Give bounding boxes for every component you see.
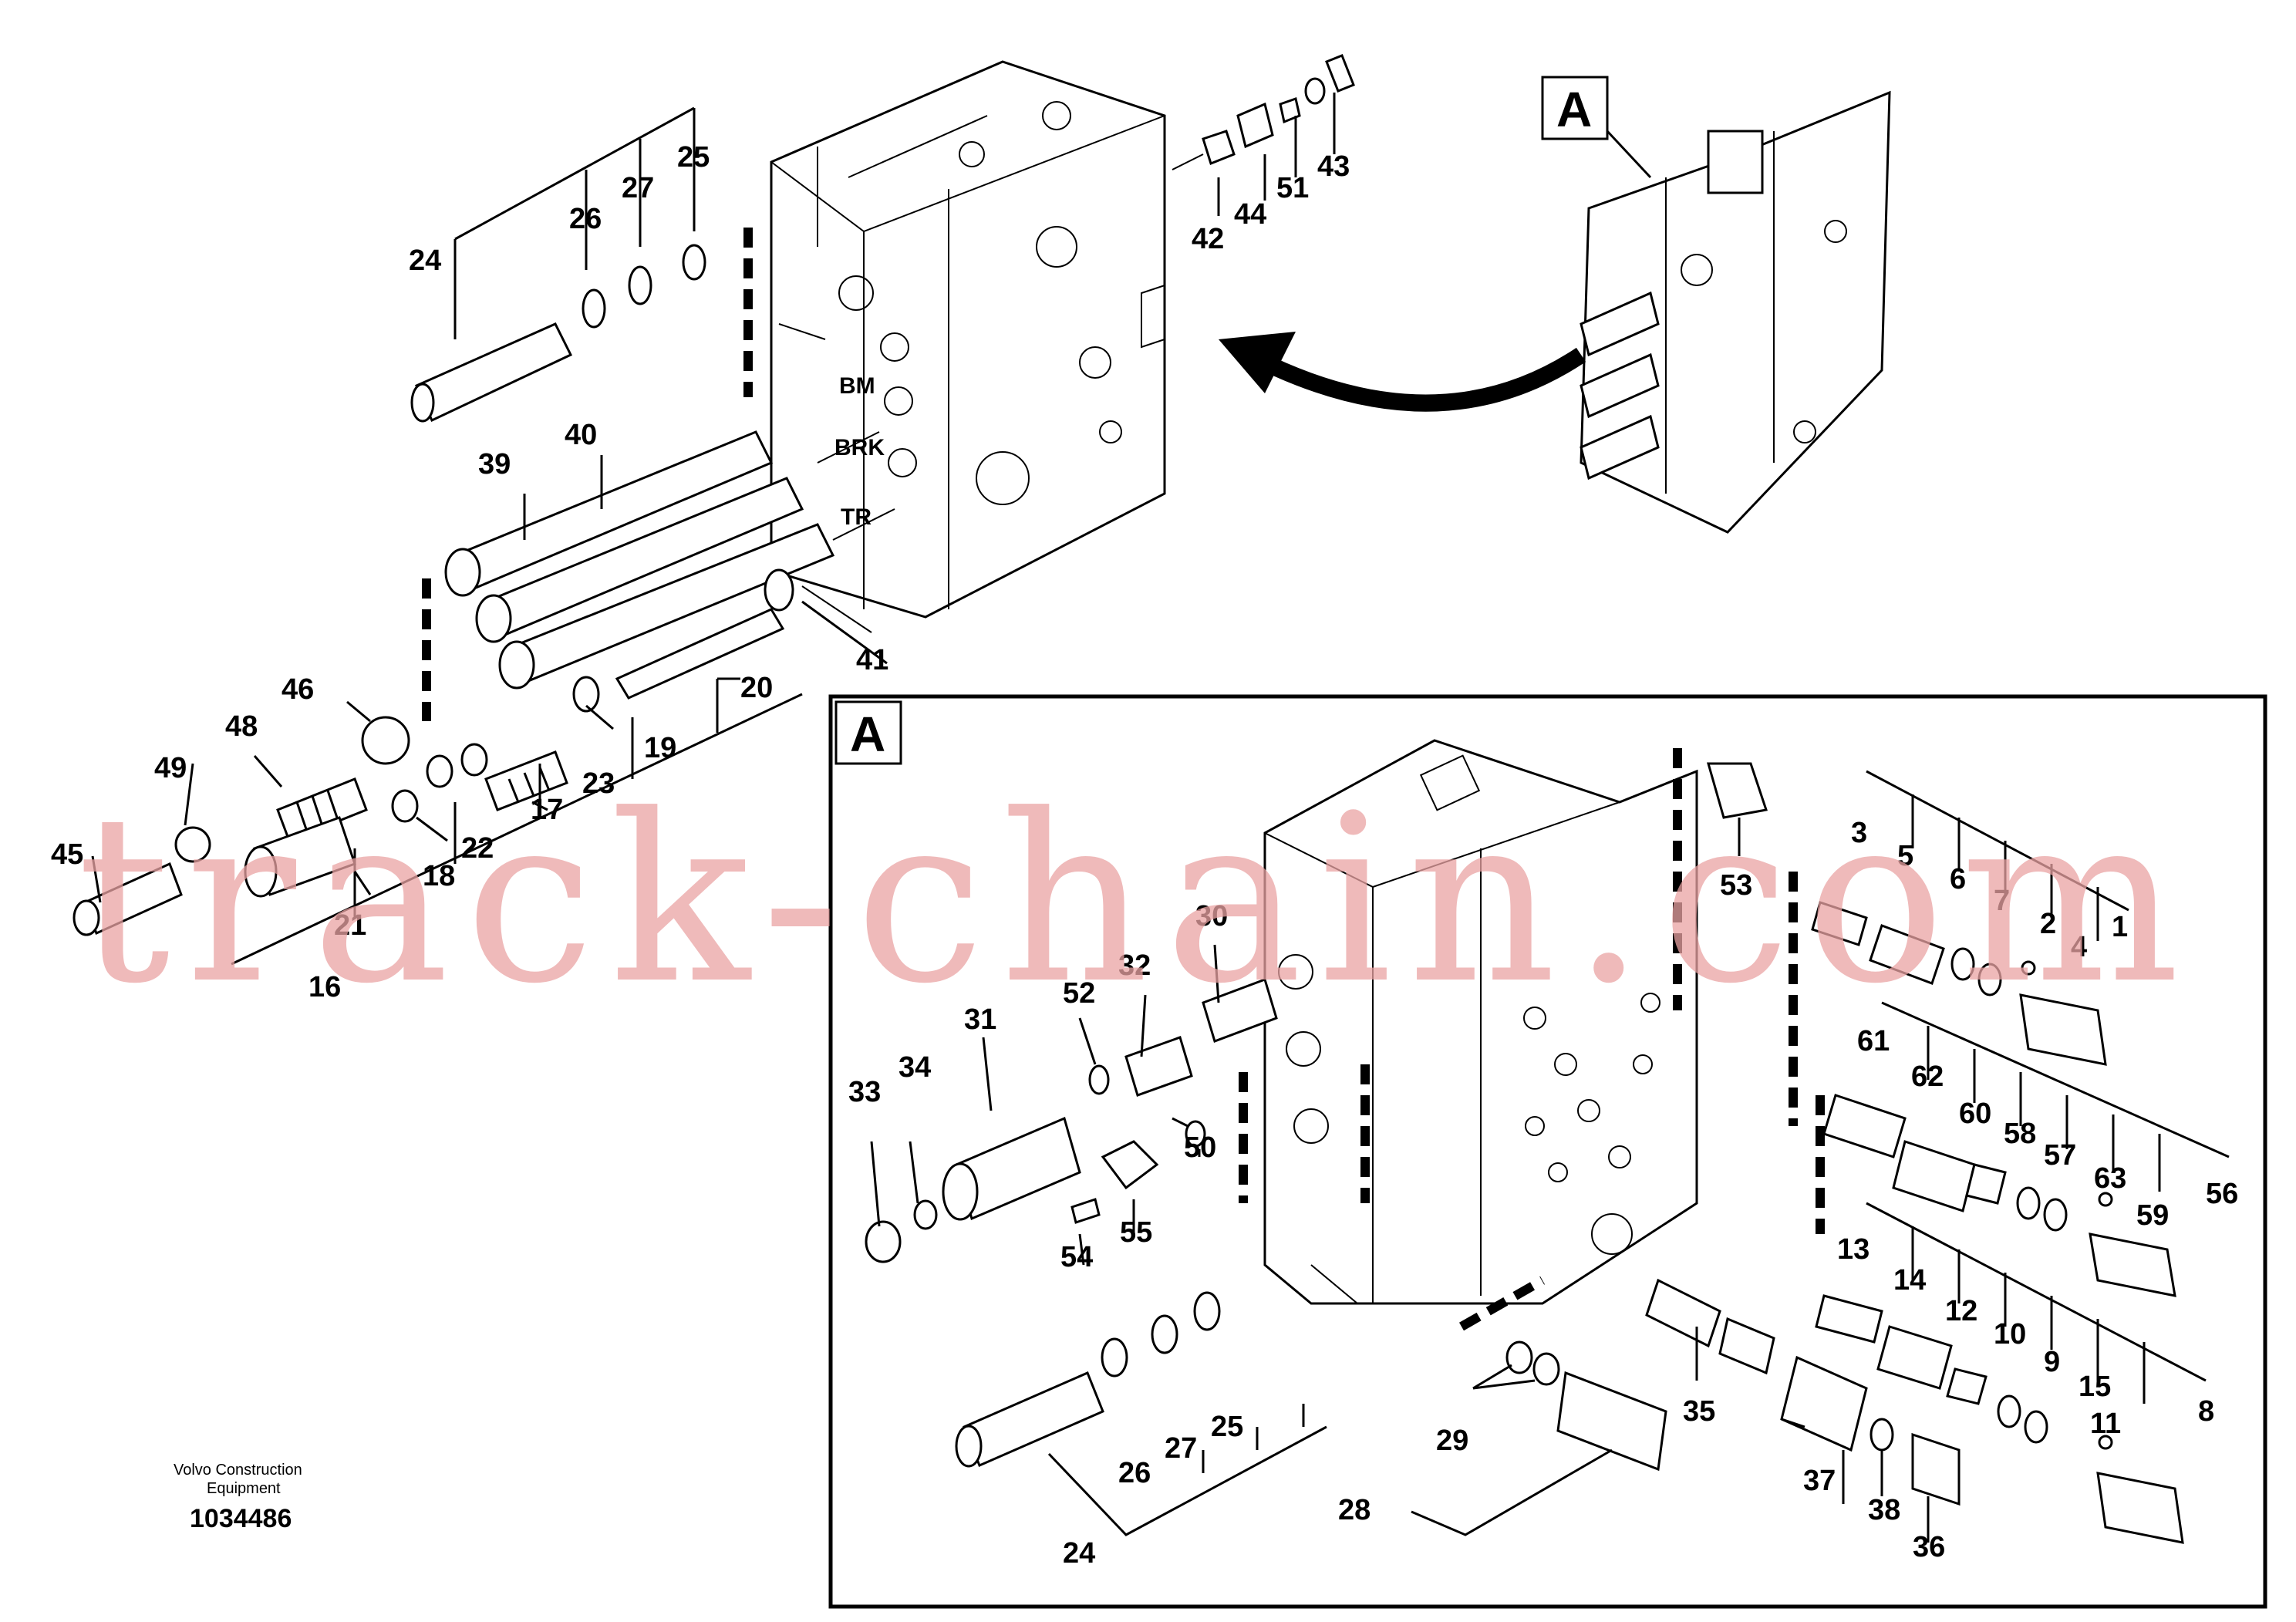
label-8: 8: [2198, 1395, 2214, 1428]
label-31: 31: [964, 1003, 996, 1036]
label-22: 22: [461, 832, 494, 865]
view-a-tag: A: [1556, 82, 1592, 137]
label-6: 6: [1950, 863, 1966, 895]
label-25: 25: [677, 141, 710, 174]
label-5: 5: [1897, 840, 1913, 872]
label-40: 40: [565, 419, 597, 451]
label-36: 36: [1913, 1531, 1945, 1563]
label-37: 37: [1803, 1465, 1836, 1497]
label-25b: 25: [1211, 1411, 1243, 1443]
label-12: 12: [1945, 1295, 1977, 1327]
label-15: 15: [2079, 1371, 2111, 1403]
label-42: 42: [1192, 223, 1224, 255]
label-54: 54: [1060, 1241, 1093, 1273]
view-arrow-head: [1219, 332, 1296, 393]
detail-a-frame: [828, 694, 2267, 1609]
label-41: 41: [856, 644, 888, 676]
footer-line2: Equipment: [207, 1480, 281, 1497]
label-3: 3: [1851, 817, 1867, 849]
label-33: 33: [848, 1076, 881, 1108]
label-59: 59: [2136, 1199, 2169, 1232]
detail-valve-block: [1263, 739, 1698, 1305]
label-13: 13: [1837, 1233, 1870, 1266]
label-55: 55: [1120, 1216, 1152, 1249]
label-38: 38: [1868, 1494, 1900, 1526]
footer-line1: Volvo Construction: [174, 1462, 302, 1479]
label-61: 61: [1857, 1025, 1890, 1057]
dashed-guide-detail-6: [1459, 1276, 1545, 1331]
part-number-labels: 24 26 27 25 40 39 41 20 19 23 17 22 18 2…: [51, 141, 2238, 1570]
upper-leaders: [91, 93, 1336, 966]
label-26: 26: [569, 203, 602, 235]
label-27: 27: [622, 172, 654, 204]
label-24b: 24: [1063, 1537, 1095, 1570]
label-62: 62: [1911, 1061, 1944, 1093]
label-2: 2: [2040, 908, 2056, 940]
label-26b: 26: [1118, 1457, 1151, 1489]
label-7: 7: [1994, 885, 2010, 917]
label-32: 32: [1118, 949, 1151, 982]
label-53: 53: [1720, 869, 1752, 902]
label-27b: 27: [1165, 1432, 1197, 1465]
label-48: 48: [225, 710, 258, 743]
label-4: 4: [2071, 931, 2087, 963]
label-29: 29: [1436, 1425, 1468, 1457]
upper-valve-block: [770, 60, 1166, 619]
label-58: 58: [2004, 1118, 2036, 1150]
label-20: 20: [740, 672, 773, 704]
label-18: 18: [423, 860, 455, 892]
label-16: 16: [308, 971, 341, 1003]
view-arrow-curve: [1261, 347, 1586, 412]
label-14: 14: [1893, 1264, 1926, 1297]
label-52: 52: [1063, 977, 1095, 1010]
port-label-brk: BRK: [834, 435, 885, 460]
label-57: 57: [2044, 1139, 2076, 1172]
detail-a-tag-box: [834, 700, 902, 765]
label-45: 45: [51, 838, 83, 871]
port-label-tr: TR: [841, 504, 872, 530]
label-19: 19: [644, 732, 676, 764]
label-1: 1: [2112, 911, 2128, 943]
detail-leaders: [870, 770, 2230, 1543]
label-28: 28: [1338, 1494, 1371, 1526]
label-11: 11: [2090, 1408, 2121, 1440]
label-56: 56: [2206, 1178, 2238, 1210]
upper-left-parts: [72, 244, 835, 936]
label-50: 50: [1184, 1131, 1216, 1164]
label-30: 30: [1195, 900, 1228, 932]
top-plug-assembly: [1172, 54, 1355, 170]
detail-a-tag: A: [850, 706, 885, 762]
label-43: 43: [1317, 150, 1350, 183]
watermark: track-chain.com: [77, 765, 2195, 1034]
label-46: 46: [282, 673, 314, 706]
footer: Volvo Construction Equipment 1034486: [174, 1462, 302, 1533]
label-60: 60: [1959, 1098, 1991, 1130]
label-17: 17: [531, 794, 563, 826]
label-23: 23: [582, 767, 615, 800]
label-63: 63: [2094, 1162, 2126, 1195]
upper-connector-lines: [778, 323, 895, 633]
label-51: 51: [1276, 172, 1309, 204]
label-39: 39: [478, 448, 511, 481]
doc-number: 1034486: [190, 1504, 292, 1533]
label-35: 35: [1683, 1395, 1715, 1428]
label-44: 44: [1234, 198, 1266, 231]
label-49: 49: [154, 752, 187, 784]
view-a-tag-box: [1541, 76, 1609, 140]
label-21: 21: [334, 909, 366, 942]
label-10: 10: [1994, 1318, 2026, 1351]
port-label-bm: BM: [839, 373, 875, 399]
label-24: 24: [409, 244, 441, 277]
detail-parts: [865, 762, 2184, 1544]
label-9: 9: [2044, 1346, 2060, 1378]
label-34: 34: [899, 1051, 931, 1084]
view-a-block: [1580, 90, 1891, 534]
